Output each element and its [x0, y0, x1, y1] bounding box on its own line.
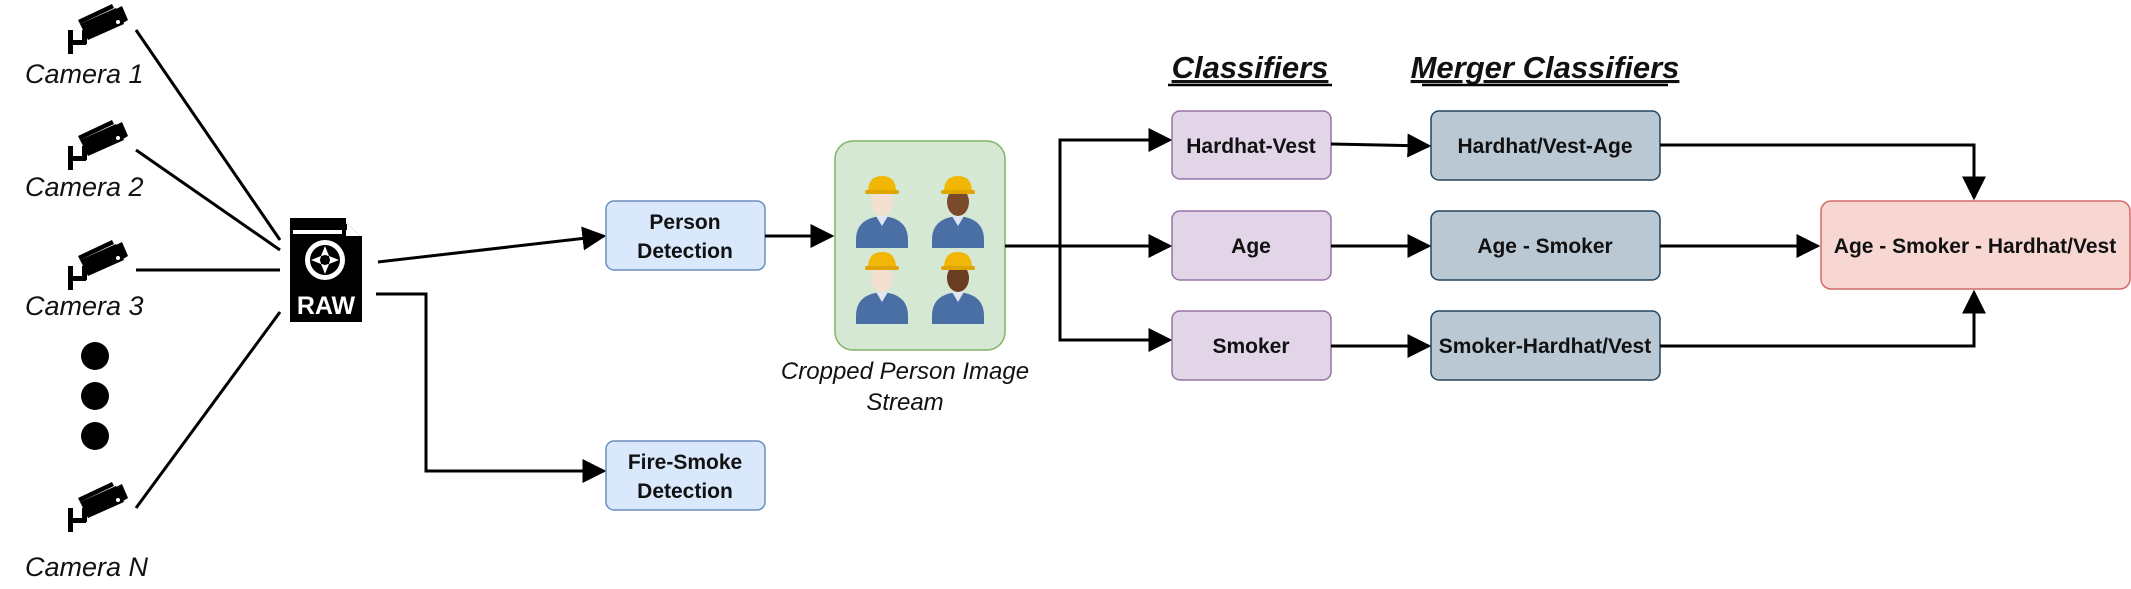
camera-1-label: Camera 1	[25, 59, 144, 89]
cctv-camera-icon	[68, 4, 128, 54]
fire-smoke-detection-box: Fire-Smoke Detection	[605, 440, 766, 511]
classifier-smoker-box: Smoker	[1171, 310, 1332, 381]
ellipsis-dots-icon	[81, 342, 109, 450]
camera-1: Camera 1	[25, 4, 144, 89]
classifier-hardhat-vest-label: Hardhat-Vest	[1186, 135, 1316, 158]
arrow-raw-to-person-detection	[377, 226, 607, 264]
merger-smoker-hardhat-vest-label: Smoker-Hardhat/Vest	[1439, 335, 1651, 358]
stream-fanout-links	[1005, 128, 1173, 352]
merger-classifiers-heading: Merger Classifiers	[1411, 50, 1680, 85]
person-detection-label-line2: Detection	[637, 240, 733, 263]
fire-smoke-detection-label-line2: Detection	[637, 480, 733, 503]
classifiers-heading: Classifiers	[1172, 50, 1329, 85]
final-output-box: Age - Smoker - Hardhat/Vest	[1820, 200, 2131, 290]
final-output-label: Age - Smoker - Hardhat/Vest	[1834, 235, 2116, 258]
cropped-person-stream-box	[834, 140, 1006, 351]
merger-age-smoker-box: Age - Smoker	[1430, 210, 1661, 281]
merger-to-final-links	[1660, 143, 1986, 348]
classifier-to-merger-links	[1330, 133, 1432, 358]
classifier-hardhat-vest-box: Hardhat-Vest	[1171, 110, 1332, 180]
person-detection-box: Person Detection	[605, 200, 766, 271]
raw-file-icon: RAW	[290, 218, 362, 322]
cctv-camera-icon	[68, 120, 128, 170]
camera-2-label: Camera 2	[25, 172, 144, 202]
merger-age-smoker-label: Age - Smoker	[1477, 235, 1612, 258]
camera-2: Camera 2	[25, 120, 144, 202]
camera-links	[134, 29, 282, 509]
merger-hardhat-vest-age-label: Hardhat/Vest-Age	[1457, 135, 1632, 158]
camera-n: Camera N	[25, 482, 149, 582]
fire-smoke-detection-label-line1: Fire-Smoke	[628, 451, 742, 474]
merger-smoker-hardhat-vest-box: Smoker-Hardhat/Vest	[1430, 310, 1661, 381]
camera-3: Camera 3	[25, 240, 144, 321]
raw-label: RAW	[297, 292, 356, 320]
arrow-raw-to-fire-detection	[376, 292, 607, 483]
stream-caption-line2: Stream	[866, 389, 943, 416]
camera-n-label: Camera N	[25, 552, 149, 582]
classifier-age-label: Age	[1231, 235, 1271, 258]
stream-caption-line1: Cropped Person Image	[781, 358, 1029, 385]
cctv-camera-icon	[68, 482, 128, 532]
camera-3-label: Camera 3	[25, 291, 144, 321]
classifier-smoker-label: Smoker	[1212, 335, 1289, 358]
classifier-age-box: Age	[1171, 210, 1332, 281]
cctv-camera-icon	[68, 240, 128, 290]
merger-hardhat-vest-age-box: Hardhat/Vest-Age	[1430, 110, 1661, 181]
person-detection-label-line1: Person	[649, 211, 720, 234]
